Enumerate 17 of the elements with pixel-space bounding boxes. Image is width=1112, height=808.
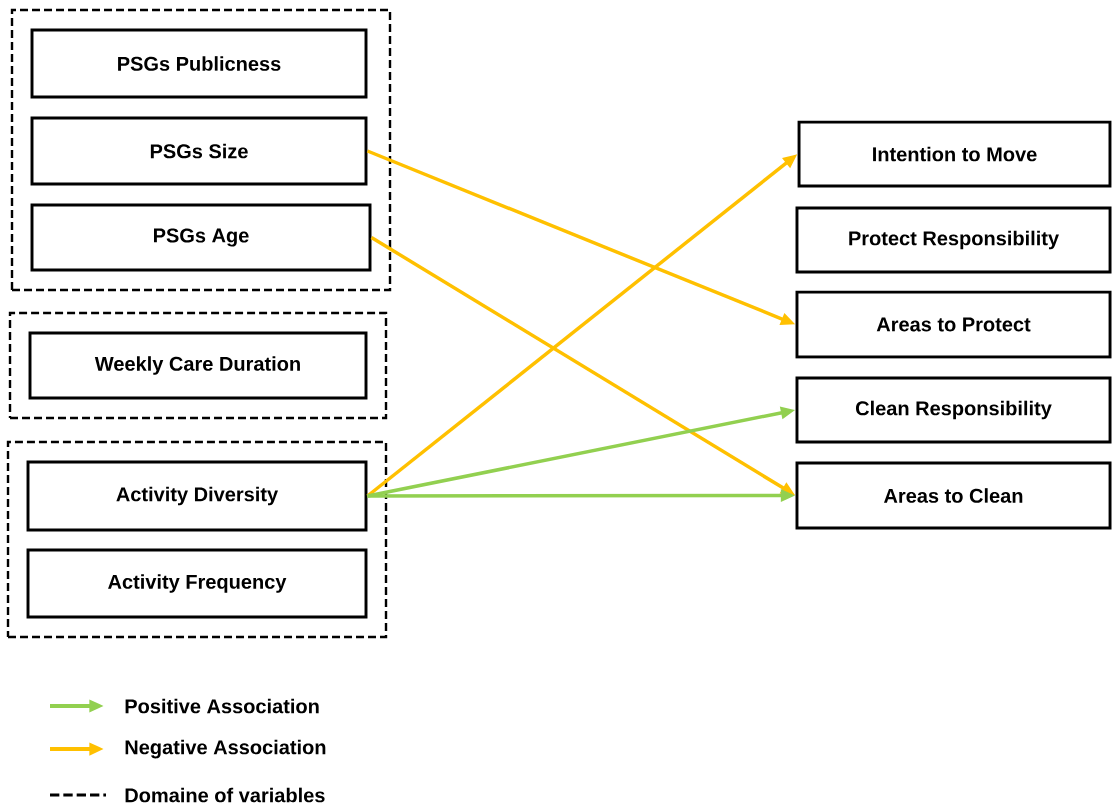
variable-box: Activity Frequency [26, 548, 368, 619]
dashed-group-box [6, 440, 388, 639]
variable-box: Protect Responsibility [795, 206, 1112, 274]
variable-box: Intention to Move [797, 120, 1112, 188]
variable-box: PSGs Size [30, 116, 368, 186]
dashed-group-box [10, 8, 392, 292]
variable-box: Areas to Protect [795, 290, 1112, 359]
variable-box: Weekly Care Duration [28, 331, 368, 400]
variable-box: PSGs Age [30, 203, 372, 272]
variable-box: Areas to Clean [795, 461, 1112, 530]
legend-label: Positive Association [125, 698, 319, 714]
variable-box: Clean Responsibility [795, 376, 1112, 444]
legend-label: Negative Association [125, 739, 326, 759]
dashed-group-box [8, 311, 388, 420]
variable-box: Activity Diversity [26, 460, 368, 532]
legend-label: Domaine of variables [125, 787, 325, 803]
variable-box: PSGs Publicness [30, 28, 368, 99]
